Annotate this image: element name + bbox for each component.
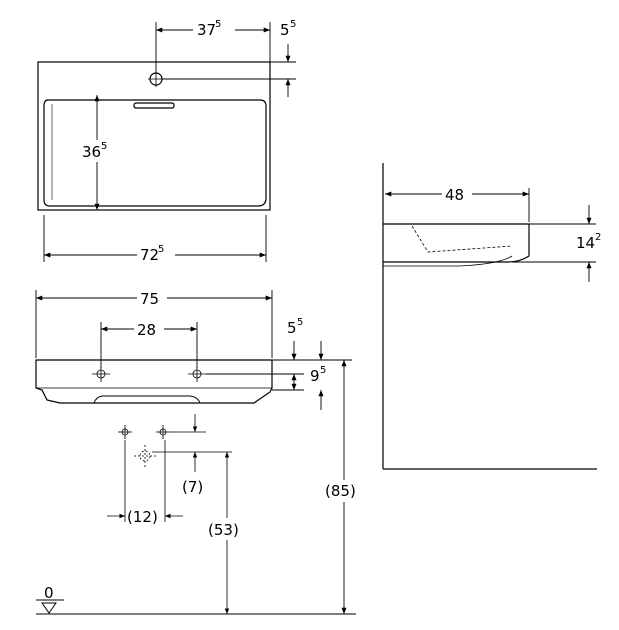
basin-outline-side	[383, 223, 530, 263]
dim-bowl-width-value: 72	[140, 246, 159, 264]
dim-bowl-depth-value: 36	[82, 143, 101, 161]
level-triangle-icon	[41, 602, 57, 614]
dim-front-upper-offset-sup: 5	[297, 317, 303, 328]
dim-mount-below-value: (7)	[182, 478, 203, 496]
side-dimensions	[385, 188, 596, 282]
basin-outline-top	[37, 61, 271, 211]
dim-top-tap-depth: 5 5	[280, 19, 296, 39]
top-view	[37, 61, 271, 211]
dim-top-tap-offset-value: 37	[197, 21, 216, 39]
detail-mark-2	[156, 425, 170, 439]
dim-top-tap-depth-sup: 5	[290, 19, 296, 30]
dim-top-tap-depth-value: 5	[280, 21, 290, 39]
dim-side-depth-value: 48	[445, 186, 464, 204]
dim-overall-width-value: 75	[140, 290, 159, 308]
dim-mount-spacing-lower-value: (12)	[127, 508, 158, 526]
overflow-slot-top	[133, 102, 175, 109]
dim-overall-width: 75	[137, 288, 167, 308]
bowl-profile-side	[411, 225, 513, 253]
dim-bowl-width: 72 5	[137, 244, 175, 265]
dim-bowl-depth-sup: 5	[101, 141, 107, 152]
dim-side-depth: 48	[442, 185, 472, 205]
dim-rim-height: (85)	[324, 480, 364, 502]
bowl-outline-top	[43, 99, 267, 207]
dim-side-height: 14 2	[576, 232, 601, 252]
dim-mount-spacing-lower: (12)	[127, 507, 163, 527]
front-view	[35, 359, 273, 404]
dim-front-upper-offset-value: 5	[287, 319, 297, 337]
dim-front-rim-height-sup: 5	[320, 365, 326, 376]
dim-side-height-value: 14	[576, 234, 595, 252]
mount-mark-left	[92, 366, 110, 382]
floor-level-label: 0	[44, 584, 54, 602]
side-view	[382, 163, 597, 470]
dim-mount-below: (7)	[182, 478, 203, 496]
detail-mark-1	[118, 425, 132, 439]
dim-front-rim-height-value: 9	[310, 367, 320, 385]
dim-top-tap-offset: 37 5	[193, 19, 235, 39]
mount-mark-right	[188, 366, 206, 382]
bowl-underside-side	[383, 255, 513, 267]
dim-front-rim-height: 9 5	[310, 365, 326, 385]
dim-top-tap-offset-sup: 5	[215, 19, 221, 30]
tap-hole-cross	[148, 71, 164, 87]
detail-mark-dashed	[134, 445, 156, 467]
dim-side-height-sup: 2	[595, 232, 601, 243]
overflow-slot-front	[93, 395, 201, 404]
dim-mounting-spacing: 28	[134, 319, 164, 339]
dim-bowl-width-sup: 5	[158, 244, 164, 255]
dim-bowl-depth: 36 5	[80, 140, 116, 162]
floor-reference	[36, 599, 356, 615]
dim-front-upper-offset: 5 5	[287, 317, 303, 337]
mounting-detail	[107, 414, 232, 614]
dim-mounting-spacing-value: 28	[137, 321, 156, 339]
dim-drain-height: (53)	[207, 518, 247, 540]
basin-outline-front	[35, 359, 273, 404]
dim-drain-height-value: (53)	[208, 521, 239, 539]
dim-rim-height-value: (85)	[325, 482, 356, 500]
